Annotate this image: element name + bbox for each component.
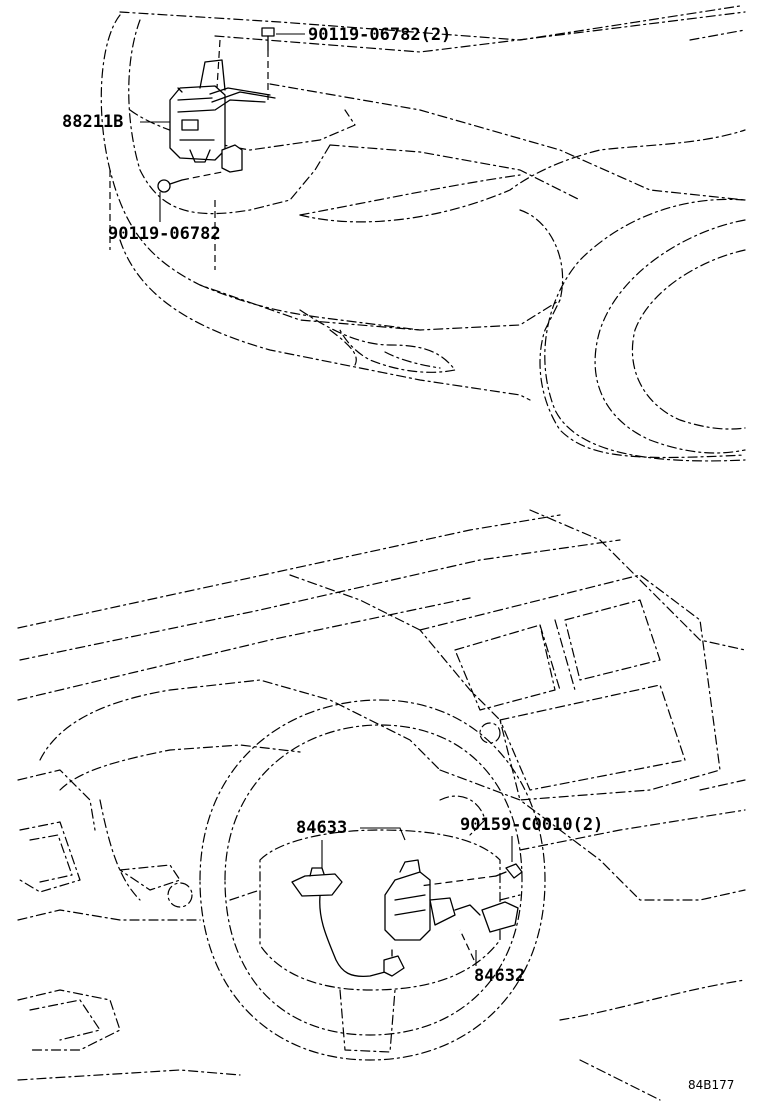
switch-right-part	[384, 859, 519, 941]
callout-bolt-bottom: 90119-06782	[108, 224, 221, 244]
drawing-id: 84B177	[688, 1078, 735, 1092]
dashboard-outline	[17, 509, 746, 1101]
bolt-top-part	[261, 27, 275, 51]
bolt-bottom-part	[157, 179, 183, 193]
callout-switch-left: 84633	[296, 818, 348, 838]
screw-part	[495, 863, 523, 879]
switch-left-part	[291, 867, 405, 978]
vehicle-front-outline	[100, 5, 746, 462]
callout-sensor: 88211B	[62, 112, 124, 132]
leader-switch-left	[321, 827, 406, 868]
radar-sensor-part	[169, 59, 276, 173]
callout-switch-right: 84632	[474, 966, 526, 986]
steering-wheel-outline	[119, 699, 546, 1061]
callout-screw: 90159-C0010(2)	[460, 815, 604, 835]
callout-bolt-top: 90119-06782(2)	[308, 25, 452, 45]
